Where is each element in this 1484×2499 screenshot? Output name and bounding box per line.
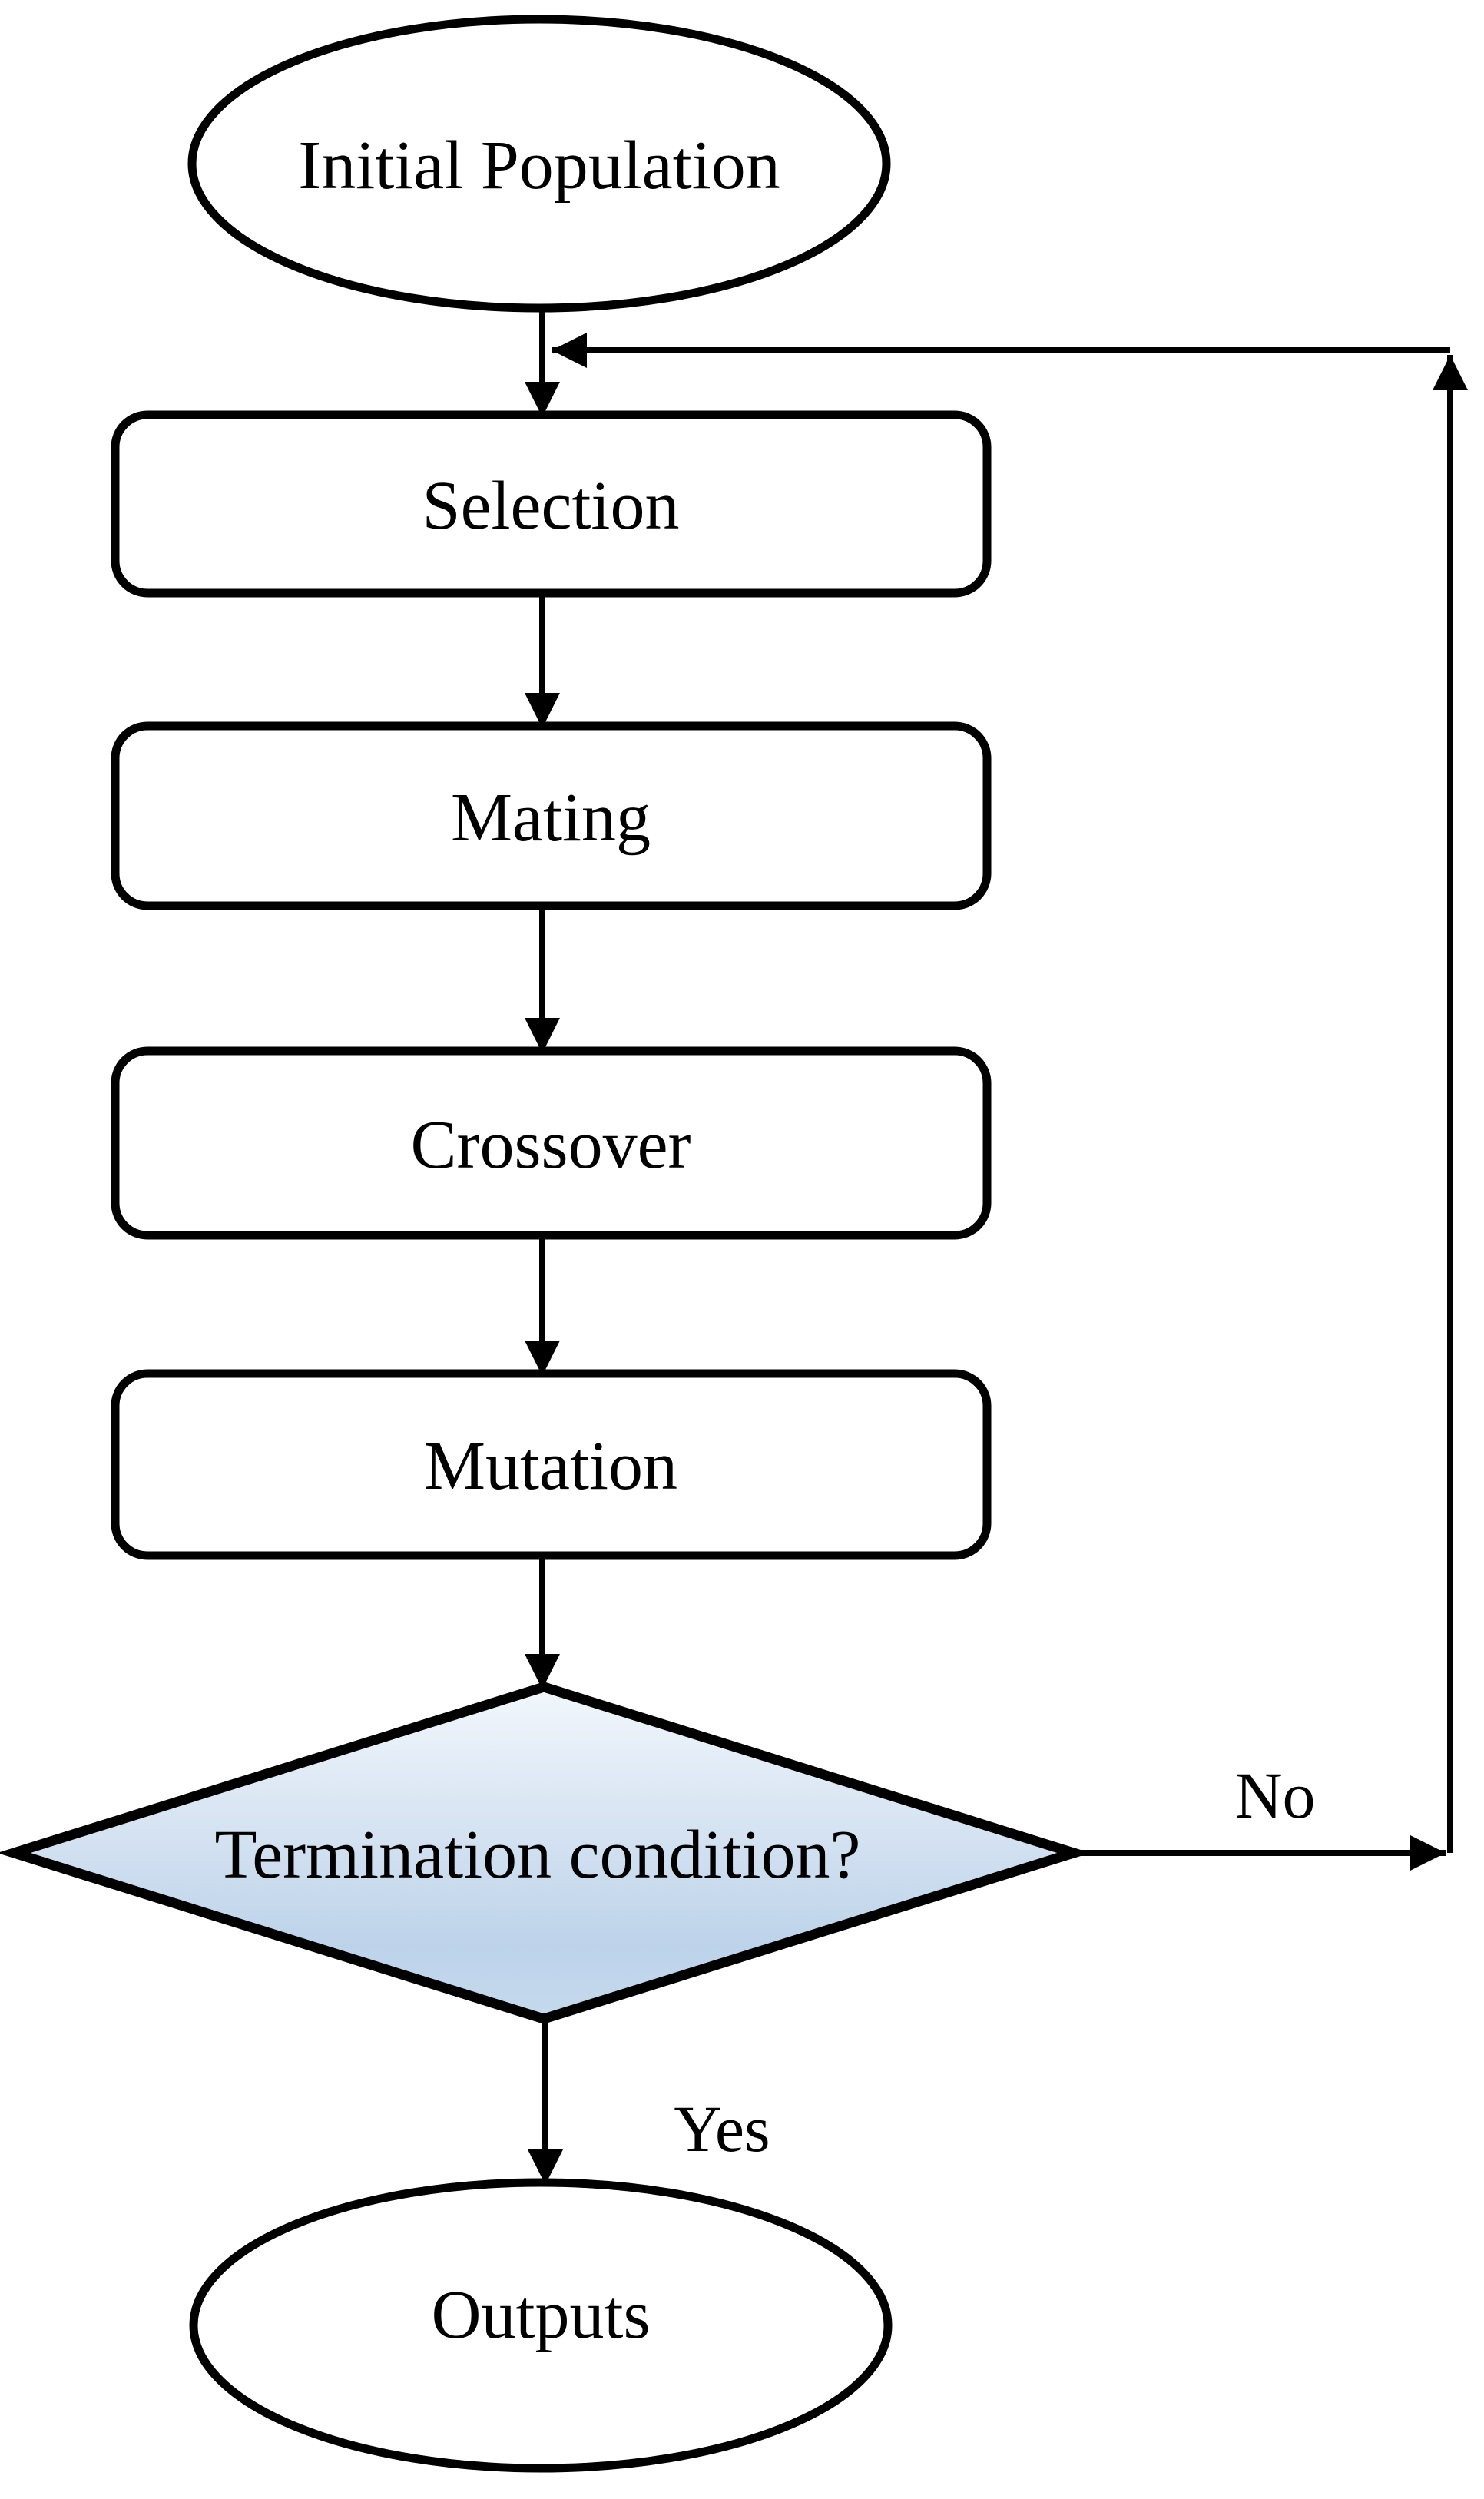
decision-node-label: Termination condition? bbox=[215, 1817, 861, 1893]
crossover-node-label: Crossover bbox=[411, 1107, 691, 1183]
mutation-node-label: Mutation bbox=[424, 1428, 677, 1504]
selection-node-label: Selection bbox=[422, 468, 680, 544]
end-node-ellipse bbox=[189, 2178, 893, 2473]
start-node-label: Initial Population bbox=[298, 128, 780, 204]
selection-node-box bbox=[111, 410, 992, 598]
mating-node-label: Mating bbox=[451, 780, 651, 856]
edge-label-no: No bbox=[1234, 1758, 1315, 1832]
crossover-node-box bbox=[111, 1046, 992, 1240]
start-node-ellipse bbox=[187, 15, 891, 313]
edge-label-yes: Yes bbox=[674, 2092, 770, 2166]
mating-node-box bbox=[111, 721, 992, 910]
mutation-node-box bbox=[111, 1369, 992, 1560]
end-node-label: Outputs bbox=[431, 2277, 650, 2353]
decision-node-diamond bbox=[0, 1682, 1091, 2024]
